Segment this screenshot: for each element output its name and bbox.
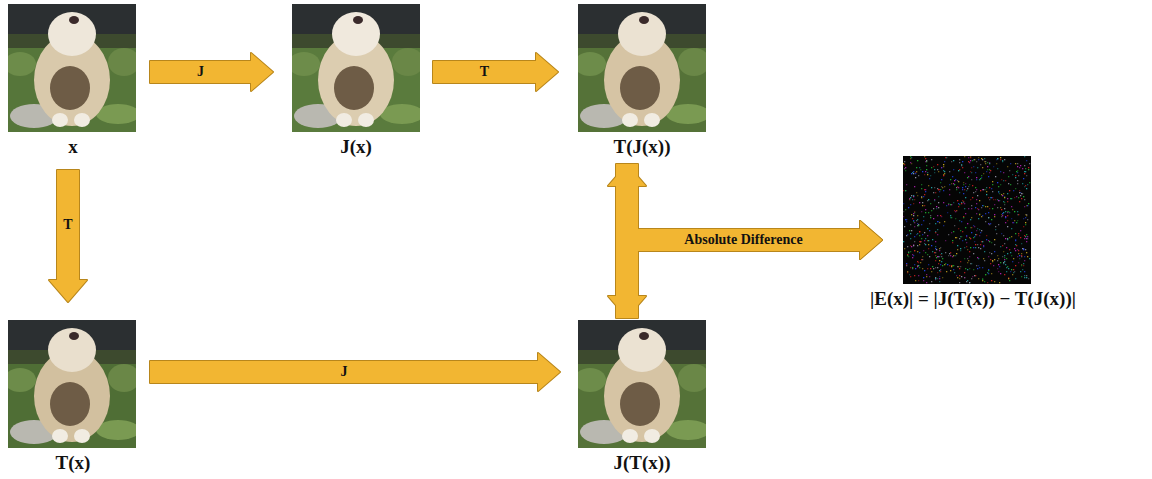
block-arrow <box>150 353 560 391</box>
image-caption: T(J(x)) <box>576 136 708 158</box>
cat-photo <box>8 320 136 448</box>
block-arrow <box>150 53 273 91</box>
image-caption: |E(x)| = |J(T(x)) − T(J(x))| <box>798 288 1148 310</box>
cat-photo <box>292 4 420 132</box>
cat-photo <box>8 4 136 132</box>
arrow-body <box>150 353 560 391</box>
block-arrow <box>616 164 882 259</box>
image-caption: J(x) <box>291 136 421 158</box>
block-arrow <box>616 221 882 318</box>
image-node: x <box>8 4 138 158</box>
image-node: J(x) <box>291 4 421 158</box>
block-arrow-outline <box>150 353 560 391</box>
image-caption: T(x) <box>8 452 138 474</box>
arrow-body <box>150 53 273 91</box>
arrow-outline <box>150 353 560 391</box>
block-arrow-outline <box>49 170 87 302</box>
arrow-body <box>616 221 882 259</box>
arrow-outline <box>616 221 882 259</box>
arrow-label: T <box>478 64 491 80</box>
error-image-node: |E(x)| = |J(T(x)) − T(J(x))| <box>798 156 1148 310</box>
block-arrow-outline <box>616 164 882 259</box>
arrow-body <box>49 170 87 302</box>
arrow-label: J <box>195 64 206 80</box>
image-node: T(x) <box>8 320 138 474</box>
arrow-label: Absolute Difference <box>682 232 804 248</box>
difference-image <box>903 156 1031 284</box>
arrow-label: J <box>339 364 350 380</box>
image-caption: x <box>8 136 138 158</box>
image-node: T(J(x)) <box>576 4 708 158</box>
arrow-body <box>433 53 558 91</box>
arrow-outline <box>616 221 882 259</box>
image-caption: J(T(x)) <box>576 452 708 474</box>
block-arrow-outline <box>433 53 558 91</box>
arrow-outline <box>49 170 87 302</box>
cat-photo <box>578 4 706 132</box>
arrow-outline <box>150 53 273 91</box>
block-arrow-outline <box>616 221 882 318</box>
cat-photo <box>578 320 706 448</box>
block-arrow <box>49 170 87 302</box>
block-arrow-outline <box>150 53 273 91</box>
arrow-fills <box>49 53 882 391</box>
block-arrow <box>433 53 558 91</box>
arrow-label: T <box>61 217 74 233</box>
image-node: J(T(x)) <box>576 320 708 474</box>
arrow-body <box>616 221 882 259</box>
arrow-outlines <box>49 53 882 391</box>
arrow-outline <box>433 53 558 91</box>
